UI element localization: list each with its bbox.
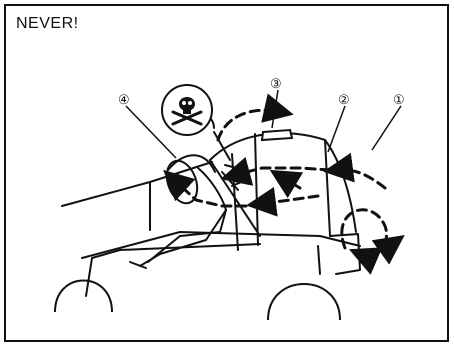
front-wheel <box>55 281 112 313</box>
callout-label-2: ② <box>338 92 350 107</box>
callout-label-3: ③ <box>270 76 282 91</box>
callout-4: ④ <box>118 92 130 107</box>
callout-2: ② <box>338 92 350 107</box>
callout-label-4: ④ <box>118 92 130 107</box>
callout-3: ③ <box>270 76 282 91</box>
vehicle-illustration <box>62 133 360 296</box>
skull-crossbones-icon <box>162 85 212 135</box>
callout-label-1: ① <box>393 92 405 107</box>
roof-panel <box>262 130 292 140</box>
rear-wheel <box>268 284 340 320</box>
callout-1: ① <box>393 92 405 107</box>
